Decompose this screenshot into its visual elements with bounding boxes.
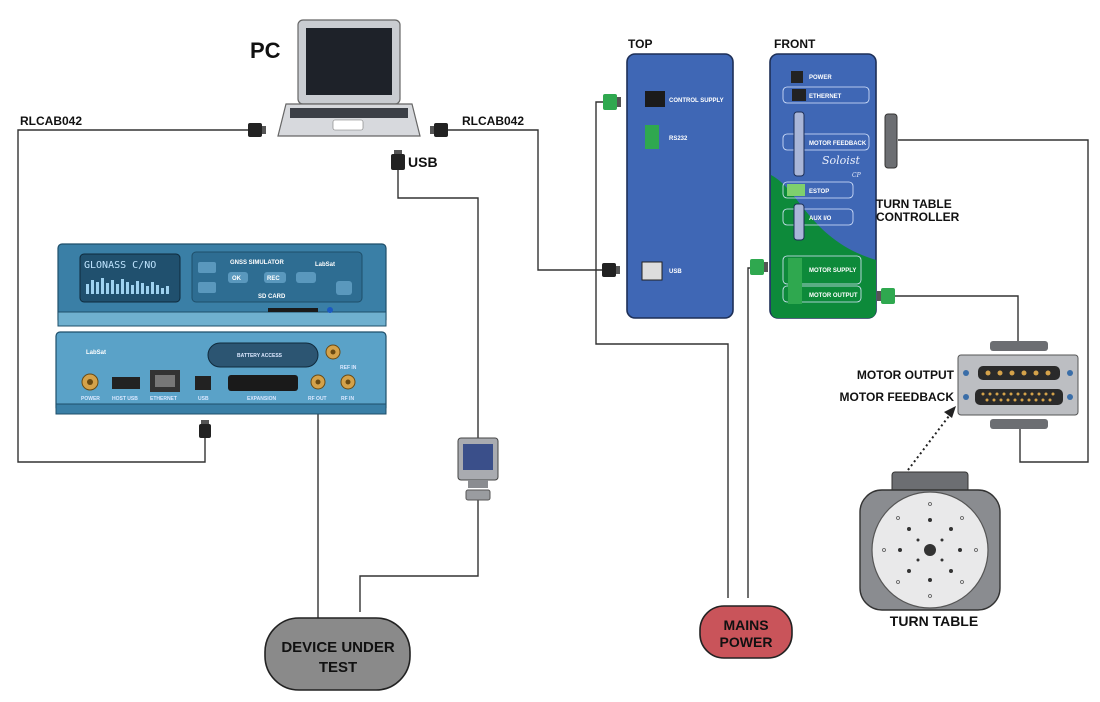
turn-table-icon[interactable] [859, 471, 1001, 611]
motor-feedback-label: MOTOR FEEDBACK [840, 390, 955, 404]
wire-pc-usb-adapter [397, 170, 479, 438]
usb-label: USB [408, 154, 438, 170]
motor-connector-block[interactable] [957, 341, 1079, 429]
lcd-display: GLONASS C/NO [84, 260, 156, 271]
arrowhead-icon [944, 406, 956, 418]
controller-label-line2: CONTROLLER [876, 210, 960, 224]
rec-label: REC [267, 276, 280, 282]
port-front-ethernet: ETHERNET [809, 94, 842, 100]
mains-label-line2: POWER [720, 634, 773, 650]
port-top-usb: USB [669, 269, 682, 275]
turn-table-label: TURN TABLE [890, 613, 978, 629]
port-aux-io: AUX I/O [809, 216, 832, 222]
device-under-test[interactable]: DEVICE UNDER TEST [264, 617, 411, 691]
ok-button[interactable] [228, 272, 248, 283]
port-motor-feedback: MOTOR FEEDBACK [809, 141, 867, 147]
soloist-logo-sub: CP [852, 172, 862, 179]
wire-adapter-dut [359, 500, 479, 612]
port-motor-output: MOTOR OUTPUT [809, 293, 858, 299]
mains-label-line1: MAINS [723, 617, 768, 633]
cable-plugs [199, 94, 895, 438]
power-button[interactable] [336, 281, 352, 295]
motor-output-label: MOTOR OUTPUT [857, 368, 955, 382]
down-button[interactable] [198, 282, 216, 293]
wire-motor-output [895, 295, 1019, 345]
pc-label: PC [250, 38, 281, 63]
dut-label-line2: TEST [319, 659, 357, 676]
cable-label-left: RLCAB042 [20, 114, 82, 128]
soloist-logo: Soloist [822, 154, 860, 167]
wire-pc-simulator [17, 129, 250, 463]
dut-label-line1: DEVICE UNDER [281, 639, 395, 656]
wire-turntable-feedback [907, 411, 953, 471]
port-front-power: POWER [809, 75, 832, 81]
laptop-icon[interactable] [277, 19, 421, 137]
port-power: POWER [81, 396, 100, 402]
port-ethernet: ETHERNET [150, 396, 177, 402]
play-button[interactable] [296, 272, 316, 283]
port-expansion: EXPANSION [247, 396, 276, 402]
port-usb: USB [198, 396, 209, 402]
ok-label: OK [232, 276, 242, 282]
simulator-brand: LabSat [315, 262, 335, 268]
battery-access-label: BATTERY ACCESS [237, 353, 283, 359]
up-button[interactable] [198, 262, 216, 273]
wire-pc-controller-usb [448, 129, 610, 271]
rec-button[interactable] [264, 272, 286, 283]
port-rf-in: RF IN [341, 396, 354, 402]
simulator-title: GNSS SIMULATOR [230, 260, 284, 266]
cable-label-right: RLCAB042 [462, 114, 524, 128]
port-estop: ESTOP [809, 189, 829, 195]
port-ref-in: REF IN [340, 365, 357, 371]
feedback-plug-icon [884, 113, 898, 169]
gnss-simulator[interactable]: GLONASS C/NO GNSS SIMULATOR LabSat OK RE… [55, 243, 387, 415]
port-rs232: RS232 [669, 136, 688, 142]
wire-motor-supply-mains [747, 267, 752, 598]
wire-motor-feedback [898, 139, 1089, 463]
rear-brand: LabSat [86, 350, 106, 356]
controller-label-line1: TURN TABLE [876, 197, 952, 211]
port-motor-supply: MOTOR SUPPLY [809, 268, 856, 274]
controller-front-panel: POWER ETHERNET MOTOR FEEDBACK ESTOP AUX … [769, 53, 877, 319]
top-label: TOP [628, 37, 652, 51]
port-host-usb: HOST USB [112, 396, 138, 402]
usb-adapter-icon[interactable] [457, 437, 499, 501]
wire-control-supply-mains [595, 101, 729, 598]
mains-power[interactable]: MAINS POWER [699, 605, 793, 659]
lcd-bars [86, 278, 169, 294]
front-label: FRONT [774, 37, 816, 51]
sd-card-label: SD CARD [258, 294, 286, 300]
port-rf-out: RF OUT [308, 396, 327, 402]
controller-top-panel: CONTROL SUPPLY RS232 USB [626, 53, 734, 319]
port-control-supply: CONTROL SUPPLY [669, 98, 724, 104]
sd-card-slot[interactable] [268, 308, 318, 312]
